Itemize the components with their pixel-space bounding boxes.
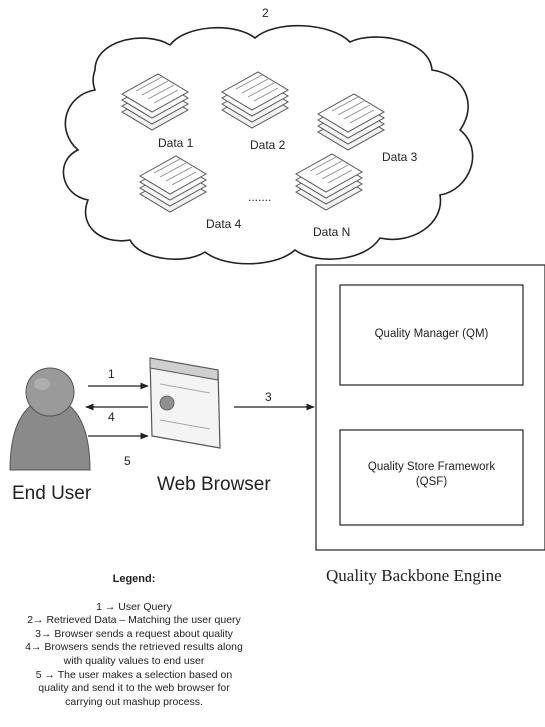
arrow-3-label: 3 xyxy=(265,390,272,404)
quality-manager-label: Quality Manager (QM) xyxy=(374,328,489,340)
quality-store-box xyxy=(339,429,524,526)
engine-title: Quality Backbone Engine xyxy=(326,566,502,585)
data-2-label: Data 2 xyxy=(250,138,286,152)
legend-line: 3→ Browser sends a request about quality xyxy=(35,627,233,640)
legend-line: 5 → The user makes a selection based on xyxy=(35,668,233,681)
web-browser-label: Web Browser xyxy=(157,474,271,495)
data-n-label: Data N xyxy=(313,225,351,239)
data-4-label: Data 4 xyxy=(206,217,242,231)
web-browser-icon xyxy=(149,357,221,449)
user-icon xyxy=(9,367,91,471)
quality-store-label-line2: (QSF) xyxy=(415,476,448,488)
legend-line: 1 → User Query xyxy=(96,600,172,613)
legend-line: quality and send it to the web browser f… xyxy=(38,682,230,695)
legend-line: 2→ Retrieved Data – Matching the user qu… xyxy=(27,614,241,627)
data-3-label: Data 3 xyxy=(382,150,418,164)
legend-title: Legend: xyxy=(112,573,156,585)
legend: Legend: 1 → User Query 2→ Retrieved Data… xyxy=(0,573,268,709)
quality-store-label-line1: Quality Store Framework xyxy=(367,461,496,473)
quality-manager-box xyxy=(339,284,524,386)
arrow-5-label: 5 xyxy=(124,454,131,468)
arrow-1-label: 1 xyxy=(108,367,115,381)
cloud-label: 2 xyxy=(262,6,269,20)
legend-line: 4→ Browsers sends the retrieved results … xyxy=(25,641,243,654)
arrow-4-label: 4 xyxy=(108,410,115,424)
legend-line: with quality values to end user xyxy=(63,654,205,667)
ellipsis-label: ....... xyxy=(248,190,272,204)
end-user-label: End User xyxy=(12,483,92,504)
legend-line: carrying out mashup process. xyxy=(65,695,203,708)
data-1-label: Data 1 xyxy=(158,136,194,150)
